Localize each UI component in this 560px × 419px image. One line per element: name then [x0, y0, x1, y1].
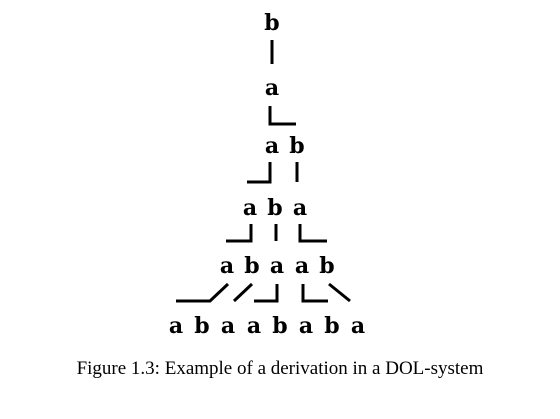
derivation-edge [176, 282, 230, 303]
symbol-r5-5: a [299, 313, 313, 339]
symbol-r4-4: b [319, 253, 334, 279]
symbol-r4-1: b [244, 253, 259, 279]
derivation-edge [226, 224, 253, 243]
symbol-r2-1: b [289, 133, 304, 159]
derivation-edge [247, 162, 272, 184]
derivation-edges [176, 40, 351, 303]
derivation-edge [232, 282, 254, 303]
derivation-edge [328, 282, 351, 303]
symbol-r4-0: a [220, 253, 234, 279]
derivation-edge [301, 284, 328, 303]
symbol-r5-0: a [169, 313, 183, 339]
symbol-r4-2: a [270, 253, 284, 279]
symbol-r5-7: a [351, 313, 365, 339]
derivation-edge [268, 106, 296, 126]
figure-caption: Figure 1.3: Example of a derivation in a… [76, 358, 484, 379]
symbol-r3-0: a [243, 195, 257, 221]
symbol-r5-1: b [194, 313, 209, 339]
derivation-edge [298, 224, 327, 243]
symbol-r5-3: a [247, 313, 261, 339]
symbol-r3-2: a [293, 195, 307, 221]
derivation-edge [254, 284, 279, 303]
symbol-r0-0: b [264, 10, 279, 36]
symbol-r4-3: a [295, 253, 309, 279]
symbol-r3-1: b [267, 195, 282, 221]
symbol-r5-2: a [221, 313, 235, 339]
symbol-r5-6: b [324, 313, 339, 339]
symbol-r1-0: a [265, 75, 279, 101]
symbol-r2-0: a [265, 133, 279, 159]
symbol-r5-4: b [272, 313, 287, 339]
